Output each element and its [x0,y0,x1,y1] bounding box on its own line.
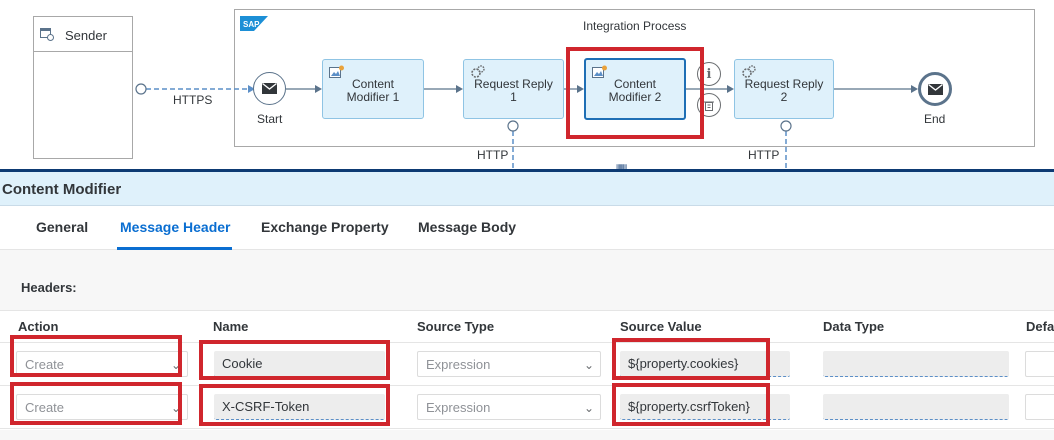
delete-icon[interactable] [697,93,721,117]
default-field[interactable] [1025,394,1054,420]
column-header-name: Name [213,319,249,334]
http-label-2: HTTP [748,148,780,162]
gears-icon [741,65,757,82]
action-value: Create [25,400,65,415]
content-modifier-icon [592,65,608,82]
column-header-data-type: Data Type [823,319,885,334]
action-select[interactable]: Create ⌄ [16,394,188,420]
active-tab-indicator [117,247,232,250]
source-value-field[interactable]: ${property.cookies} [620,351,790,377]
source-type-value: Expression [426,400,491,415]
request-reply-2-step[interactable]: Request Reply 2 [734,59,834,119]
default-field[interactable] [1025,351,1054,377]
chevron-down-icon: ⌄ [583,401,594,415]
panel-splitter[interactable] [0,169,1054,172]
tab-exchange-property[interactable]: Exchange Property [261,219,389,235]
source-type-select[interactable]: Expression ⌄ [417,351,601,377]
end-event[interactable] [918,72,952,106]
flow-connectors [135,83,918,170]
request-reply-1-label: Request Reply 1 [474,77,553,104]
row-divider [0,385,1054,386]
integration-flow-canvas[interactable]: Sender SAP Integration Process HTTPS HT [0,0,1054,170]
data-type-field[interactable] [823,394,1009,420]
envelope-icon [927,83,943,95]
data-type-field[interactable] [823,351,1009,377]
name-field[interactable]: Cookie [214,351,385,377]
content-modifier-2-step[interactable]: Content Modifier 2 [584,58,686,120]
action-value: Create [25,357,65,372]
start-label: Start [257,112,283,126]
http-label-1: HTTP [477,148,509,162]
column-header-default: Defa [1026,319,1054,334]
headers-label: Headers: [21,280,77,295]
resize-grip-icon[interactable]: ⦀⦀⦀ [616,164,627,175]
gears-icon [470,65,486,82]
header-row-divider [0,342,1054,343]
end-label: End [924,112,946,126]
property-panel-header: Content Modifier [0,172,1054,206]
participant-icon [40,28,54,46]
request-reply-2-label: Request Reply 2 [744,77,824,104]
name-field[interactable]: X-CSRF-Token [214,394,385,420]
chevron-down-icon: ⌄ [170,401,181,415]
column-header-source-type: Source Type [417,319,495,334]
request-reply-1-step[interactable]: Request Reply 1 [463,59,564,119]
svg-text:SAP: SAP [243,20,260,29]
column-header-source-value: Source Value [620,319,702,334]
content-modifier-1-label: Content Modifier 1 [346,77,400,104]
start-event[interactable] [253,72,286,105]
tab-message-header[interactable]: Message Header [120,219,231,235]
content-modifier-icon [329,65,345,82]
row-divider [0,428,1054,429]
sap-logo-icon: SAP [240,16,268,36]
source-type-value: Expression [426,357,491,372]
property-tabs: General Message Header Exchange Property… [0,206,1054,250]
content-modifier-2-label: Content Modifier 2 [608,77,662,104]
tab-message-body[interactable]: Message Body [418,219,517,235]
column-header-action: Action [18,319,59,334]
chevron-down-icon: ⌄ [170,358,181,372]
chevron-down-icon: ⌄ [583,358,594,372]
envelope-icon [262,83,277,94]
info-icon[interactable]: i [697,62,721,86]
https-label: HTTPS [173,93,213,107]
panel-title: Content Modifier [2,181,122,198]
content-modifier-1-step[interactable]: Content Modifier 1 [322,59,424,119]
source-type-select[interactable]: Expression ⌄ [417,394,601,420]
source-value-field[interactable]: ${property.csrfToken} [620,394,790,420]
action-select[interactable]: Create ⌄ [16,351,188,377]
tab-general[interactable]: General [36,219,89,235]
process-title: Integration Process [583,19,687,33]
sender-label: Sender [65,28,107,43]
